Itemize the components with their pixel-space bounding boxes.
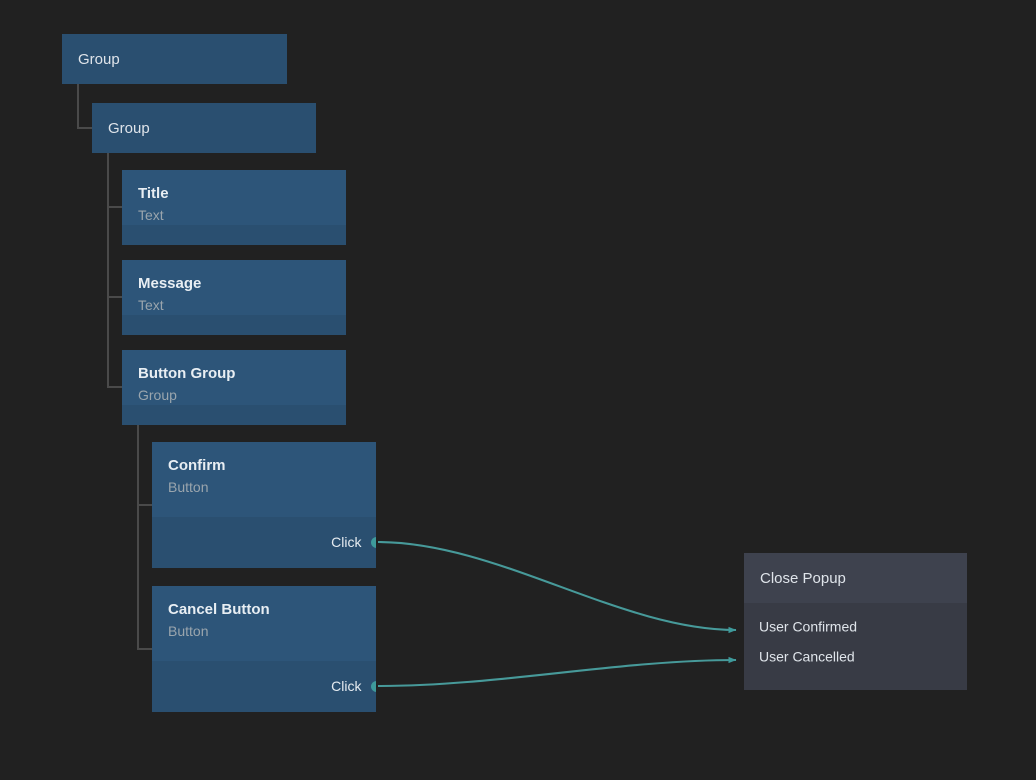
node-header: Title Text — [122, 170, 346, 225]
node-port-area: User Confirmed User Cancelled — [744, 603, 967, 690]
node-title: Group — [108, 119, 150, 137]
node-header: Message Text — [122, 260, 346, 315]
output-port-click[interactable]: Click — [331, 679, 376, 693]
node-title: Title — [138, 185, 169, 202]
input-port-label: User Cancelled — [759, 648, 855, 665]
node-message-text[interactable]: Message Text — [122, 260, 346, 335]
node-header: Close Popup — [744, 553, 967, 603]
node-title: Close Popup — [760, 569, 846, 587]
edge-confirm-to-user-confirmed — [377, 540, 737, 634]
node-subtitle: Button — [168, 623, 209, 639]
node-title: Message — [138, 275, 202, 292]
node-group-child[interactable]: Group — [92, 103, 316, 153]
input-port-user-cancelled[interactable]: User Cancelled — [744, 648, 967, 665]
node-button-group[interactable]: Button Group Group — [122, 350, 346, 425]
node-subtitle: Text — [138, 207, 164, 223]
node-header: Button Group Group — [122, 350, 346, 405]
node-header: Cancel Button Button — [152, 586, 376, 661]
output-port-label: Click — [331, 678, 362, 694]
output-port-click[interactable]: Click — [331, 535, 376, 549]
node-title: Button Group — [138, 365, 236, 382]
output-port-label: Click — [331, 534, 362, 550]
node-title: Cancel Button — [168, 601, 270, 618]
input-port-user-confirmed[interactable]: User Confirmed — [744, 618, 967, 635]
node-cancel-button[interactable]: Cancel Button Button Click — [152, 586, 376, 712]
node-confirm-button[interactable]: Confirm Button Click — [152, 442, 376, 568]
node-subtitle: Button — [168, 479, 209, 495]
node-header: Confirm Button — [152, 442, 376, 517]
node-group-root[interactable]: Group — [62, 34, 287, 84]
node-port-area: Click — [152, 517, 376, 568]
node-title-text[interactable]: Title Text — [122, 170, 346, 245]
node-title: Confirm — [168, 457, 226, 474]
port-dot-icon[interactable] — [370, 536, 376, 548]
input-port-label: User Confirmed — [759, 618, 858, 635]
port-dot-icon[interactable] — [370, 680, 376, 692]
node-port-area: Click — [152, 661, 376, 712]
node-subtitle: Text — [138, 297, 164, 313]
edge-cancel-to-user-cancelled — [377, 656, 737, 688]
node-subtitle: Group — [138, 387, 177, 403]
node-title: Group — [78, 50, 120, 68]
node-close-popup[interactable]: Close Popup User Confirmed User Cancelle… — [744, 553, 967, 690]
